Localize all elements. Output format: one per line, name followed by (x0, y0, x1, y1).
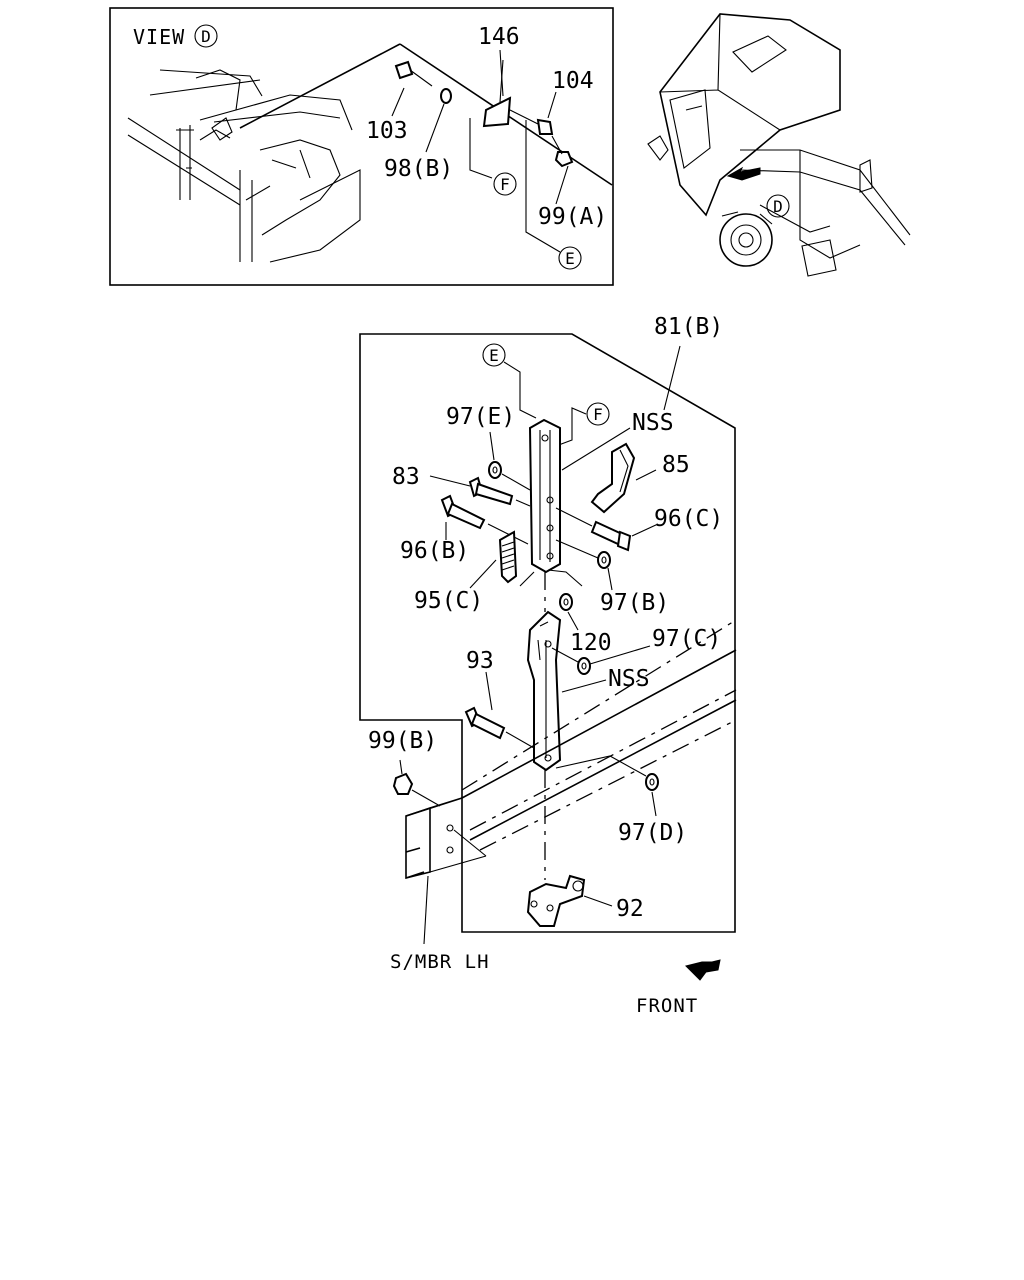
label-93: 93 (466, 648, 494, 674)
washer-120 (559, 593, 573, 611)
washer-97d (645, 773, 659, 791)
inset-view-ref-circle (194, 24, 218, 48)
label-81b: 81(B) (654, 314, 723, 340)
washer-97e (488, 461, 502, 479)
label-smbr-lh: S/MBR LH (390, 951, 490, 973)
side-member-rail (405, 619, 737, 945)
label-92: 92 (616, 896, 644, 922)
label-nss-upper: NSS (632, 410, 674, 436)
inset-label-98b: 98(B) (384, 156, 453, 182)
ref-e-circle (482, 343, 506, 367)
inset-view-d: VIEW D 146 (109, 7, 614, 286)
washer-97b (597, 551, 611, 569)
washer-97c (577, 657, 591, 675)
truck-wheel (719, 213, 773, 267)
label-front: FRONT (636, 995, 698, 1017)
main-assembly: 81(B) E F NSS 97(E) 83 96(B) (359, 314, 737, 1017)
upper-link (528, 418, 561, 574)
label-120: 120 (570, 630, 612, 656)
inset-frame (109, 7, 614, 286)
front-arrow-icon (685, 959, 721, 981)
label-97c: 97(C) (652, 626, 721, 652)
label-83: 83 (392, 464, 420, 490)
label-95c: 95(C) (414, 588, 483, 614)
label-96c: 96(C) (654, 506, 723, 532)
inset-ref-e: E (565, 249, 575, 268)
inset-label-99a: 99(A) (538, 204, 607, 230)
ref-f: F (593, 405, 603, 424)
inset-ref-f: F (500, 175, 510, 194)
truck-arrow-icon (726, 166, 761, 181)
lower-link (526, 610, 562, 772)
ref-e: E (489, 346, 499, 365)
inset-view-label: VIEW (133, 25, 185, 49)
bracket-85 (590, 442, 636, 514)
main-boundary (359, 333, 736, 933)
nut-99b (392, 772, 414, 795)
label-nss-lower: NSS (608, 666, 650, 692)
label-96b: 96(B) (400, 538, 469, 564)
inset-view-ref: D (201, 27, 211, 46)
ref-f-circle (586, 402, 610, 426)
spring-95c (498, 530, 518, 584)
label-99b: 99(B) (368, 728, 437, 754)
truck-ref-d-circle (766, 194, 790, 218)
label-97b: 97(B) (600, 590, 669, 616)
label-85: 85 (662, 452, 690, 478)
truck-ref-d: D (773, 197, 783, 216)
inset-parts (394, 59, 574, 253)
truck-sketch: D (647, 13, 911, 277)
inset-label-146: 146 (478, 24, 520, 50)
inset-label-104: 104 (552, 68, 594, 94)
label-97e: 97(E) (446, 404, 515, 430)
inset-ref-f-circle (493, 172, 517, 196)
inset-ref-e-circle (558, 246, 582, 270)
bracket-92 (526, 874, 586, 927)
inset-frame-sketch (127, 43, 613, 263)
label-97d: 97(D) (618, 820, 687, 846)
bolt-96c (590, 520, 624, 546)
inset-label-103: 103 (366, 118, 408, 144)
